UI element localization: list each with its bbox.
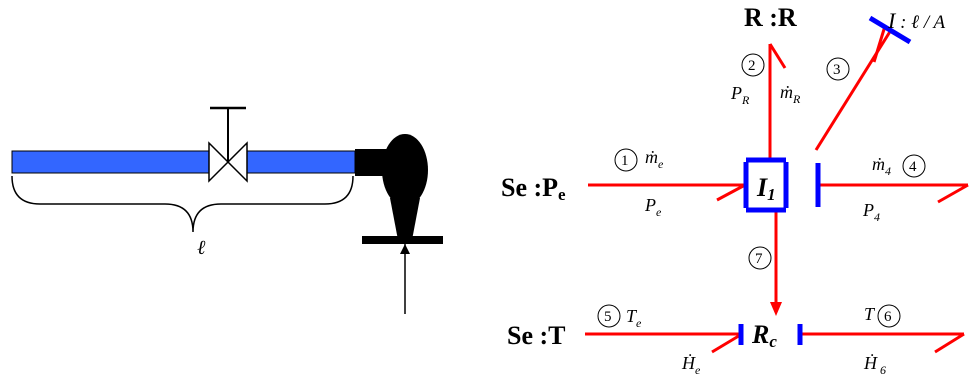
svg-text:Rc: Rc (751, 320, 777, 351)
valve-icon (208, 106, 248, 183)
bond-1-effort: Pe (644, 195, 662, 219)
svg-text:I1: I1 (756, 173, 776, 204)
length-label: ℓ (197, 237, 206, 259)
bond-2-flow: ṁR (780, 82, 801, 106)
svg-text:5: 5 (604, 309, 612, 325)
i-element-label: I : ℓ / A (887, 8, 946, 33)
junction-main-label: I (756, 173, 768, 202)
svg-text:1: 1 (621, 153, 629, 169)
element-rc: Rc (738, 320, 803, 351)
pipe-left-segment (11, 150, 210, 174)
bond-number-6: 6 (877, 304, 901, 328)
bond-4-effort: P4 (862, 200, 880, 224)
rc-sub-label: c (769, 332, 777, 351)
bond-7 (770, 212, 782, 316)
bond-6 (800, 332, 965, 354)
bond-4 (818, 183, 969, 204)
rc-main-label: R (751, 320, 769, 349)
bond-5 (585, 332, 743, 354)
se-p-label: Se :Pe (501, 173, 566, 204)
bond-number-1: 1 (614, 148, 638, 172)
bond-5-effort: Te (626, 306, 642, 330)
bond-2-effort: PR (730, 83, 750, 107)
bond-2 (768, 43, 787, 160)
bond-number-2: 2 (741, 53, 765, 77)
svg-text:3: 3 (833, 62, 841, 78)
pump-icon (355, 134, 443, 314)
svg-text:2: 2 (748, 58, 756, 74)
junction-i1: I1 (743, 157, 821, 213)
pipe-system: ℓ (11, 106, 443, 314)
pipe-right-segment (246, 150, 356, 174)
bond-3 (814, 15, 912, 151)
bond-number-3: 3 (826, 57, 850, 81)
svg-text:4: 4 (909, 159, 917, 175)
svg-text:6: 6 (884, 309, 892, 325)
r-element-label: R :R (744, 3, 797, 32)
bond-4-flow: ṁ4 (872, 154, 891, 178)
bond-1 (588, 183, 746, 202)
bond-number-7: 7 (748, 246, 772, 270)
bond-6-effort: T (864, 304, 876, 324)
svg-text:7: 7 (755, 251, 763, 267)
se-t-label: Se :T (507, 321, 566, 350)
junction-sub-label: 1 (767, 185, 776, 204)
bond-1-flow: ṁe (645, 147, 664, 171)
bond-number-5: 5 (597, 304, 621, 328)
bond-5-flow: Ḣe (681, 353, 701, 377)
bond-graph: I1 Rc R :R I : ℓ / A Se :Pe Se :T 1 2 3 … (501, 3, 969, 377)
bond-number-4: 4 (902, 154, 926, 178)
length-brace (11, 175, 354, 233)
